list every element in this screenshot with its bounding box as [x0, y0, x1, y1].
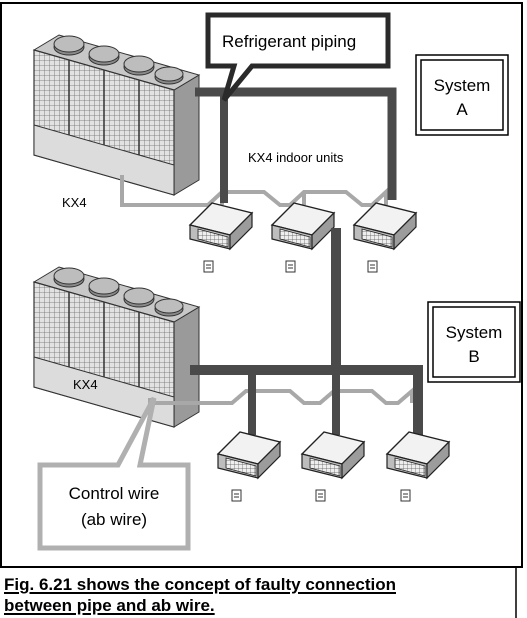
outdoor-unit-a	[33, 34, 200, 196]
refrigerant-pipe-b	[190, 365, 423, 435]
indoor-unit-b1	[217, 431, 281, 502]
system-b-label-2: B	[468, 347, 479, 366]
system-b-label-1: System	[446, 323, 503, 342]
outdoor-unit-label-a: KX4	[62, 195, 87, 210]
callout-wire-label-1: Control wire	[69, 484, 160, 503]
callout-pipe-label: Refrigerant piping	[222, 32, 356, 51]
indoor-unit-a1	[189, 202, 253, 273]
system-a-label-1: System	[434, 76, 491, 95]
indoor-unit-a3	[353, 202, 417, 273]
system-a-box: System A	[415, 54, 509, 136]
indoor-units-label: KX4 indoor units	[248, 150, 344, 165]
indoor-unit-b3	[386, 431, 450, 502]
outdoor-unit-label-b: KX4	[73, 377, 98, 392]
refrigerant-piping-callout: Refrigerant piping	[205, 12, 391, 102]
system-b-group: KX4	[33, 266, 450, 502]
system-b-box: System B	[427, 301, 521, 383]
indoor-unit-a2	[271, 202, 335, 273]
system-a-label-2: A	[456, 100, 468, 119]
caption-line-1: Fig. 6.21 shows the concept of faulty co…	[4, 575, 396, 594]
control-wire-callout: Control wire (ab wire)	[37, 396, 191, 551]
control-wire-b	[148, 386, 414, 405]
figure-caption: Fig. 6.21 shows the concept of faulty co…	[4, 574, 516, 616]
indoor-unit-b2	[301, 431, 365, 502]
diagram-frame	[0, 2, 523, 568]
system-a-group: KX4 KX4 indoor units	[33, 34, 417, 273]
caption-line-2: between pipe and ab wire.	[4, 596, 215, 615]
refrigerant-pipe-a	[195, 87, 397, 200]
callout-wire-label-2: (ab wire)	[81, 510, 147, 529]
control-wire-a	[120, 175, 388, 207]
